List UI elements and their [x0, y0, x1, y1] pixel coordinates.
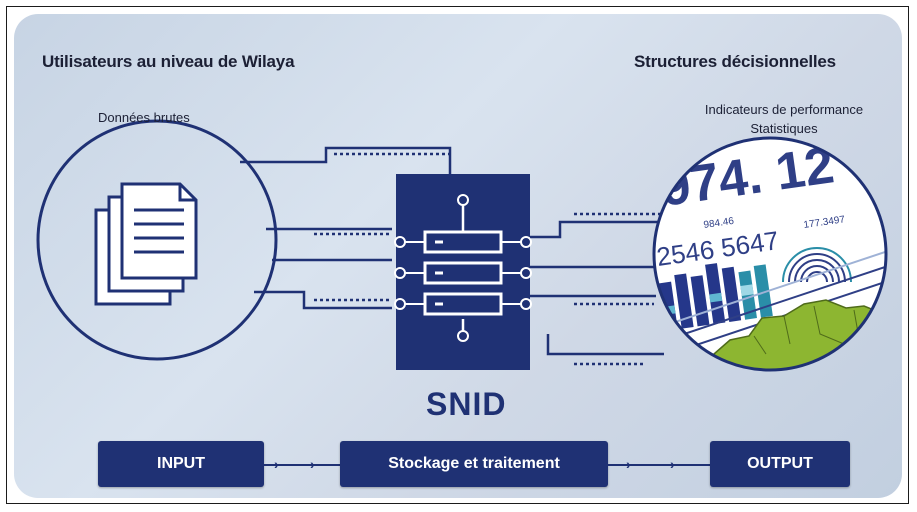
arrow-right-icon: ›	[274, 456, 279, 472]
small-number-a: 984.46	[703, 216, 735, 231]
arrow-right-icon: ›	[670, 456, 675, 472]
statistics-lens-icon: 974. 12 984.46 2546 5647 177.3497	[652, 136, 888, 372]
arrow-right-icon: ›	[626, 456, 631, 472]
map-borders	[753, 305, 861, 355]
output-box: OUTPUT	[710, 441, 850, 487]
arrow-processing-to-output: › ›	[608, 456, 710, 472]
performance-caption: Indicateurs de performance Statistiques	[664, 100, 902, 138]
input-box: INPUT	[98, 441, 264, 487]
arrow-right-icon: ›	[310, 456, 315, 472]
document-stack-icon	[94, 182, 198, 306]
arrow-input-to-processing: › ›	[264, 456, 340, 472]
input-connectors	[240, 146, 452, 310]
raw-data-circle	[36, 119, 278, 361]
server-stack-icon	[394, 194, 532, 342]
snid-label: SNID	[426, 386, 507, 422]
performance-caption-line2: Statistiques	[750, 121, 818, 136]
bar-cluster	[659, 263, 773, 331]
performance-caption-line1: Indicateurs de performance	[704, 102, 864, 117]
snid-diagram-panel: 974. 12 984.46 2546 5647 177.3497	[14, 14, 902, 498]
right-heading: Structures décisionnelles	[634, 52, 836, 71]
diagram-canvas: 974. 12 984.46 2546 5647 177.3497	[36, 119, 888, 372]
left-heading: Utilisateurs au niveau de Wilaya	[42, 52, 295, 71]
raw-data-caption: Données brutes	[98, 110, 190, 125]
processing-box: Stockage et traitement	[340, 441, 608, 487]
output-connectors	[530, 212, 664, 366]
